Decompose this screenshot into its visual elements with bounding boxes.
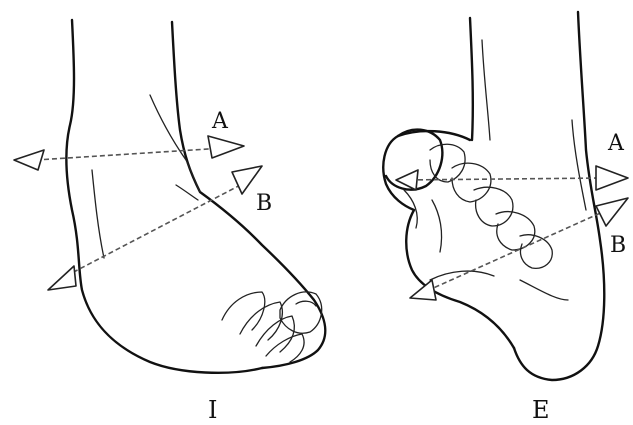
panel-i-leg-right-outline	[172, 22, 325, 368]
panel-e-caption: E	[532, 396, 550, 424]
panel-e-sole-crease-2	[520, 280, 568, 300]
panel-e-axis-b-label: B	[610, 233, 626, 258]
panel-i-foot	[66, 20, 325, 373]
panel-e-inner-leg-line	[482, 40, 490, 140]
panel-i-axis-b-left-arrowhead	[48, 266, 76, 290]
panel-i-axis-b: B	[48, 166, 272, 290]
panel-i-axis-b-right-arrowhead	[232, 166, 262, 194]
panel-e-toes	[386, 130, 552, 269]
panel-e-axis-a-right-arrowhead	[596, 166, 628, 190]
panel-i-axis-b-label: B	[256, 191, 272, 216]
panel-e-sole-crease	[430, 271, 494, 280]
panel-e-foot	[383, 12, 604, 380]
panel-e-leg-left-outline	[470, 18, 473, 140]
panel-i-caption: I	[208, 396, 217, 424]
panel-i-axis-a-label: A	[211, 109, 229, 134]
panel-e-axis-b-right-arrowhead	[596, 198, 628, 226]
panel-e-sole-outline	[383, 131, 514, 348]
panel-i-leg-left-outline	[66, 20, 262, 373]
panel-i-toes	[222, 292, 322, 362]
panel-i-instep-line	[92, 170, 104, 258]
panel-i-ankle-crease-2	[176, 185, 198, 200]
panel-i-axis-a-left-arrowhead	[14, 150, 44, 170]
panel-i-axis-a: A	[14, 109, 244, 170]
panel-e-axis-a-label: A	[607, 131, 625, 156]
panel-i-axis-a-right-arrowhead	[208, 136, 244, 158]
panel-e-leg-right-outline	[514, 12, 604, 380]
